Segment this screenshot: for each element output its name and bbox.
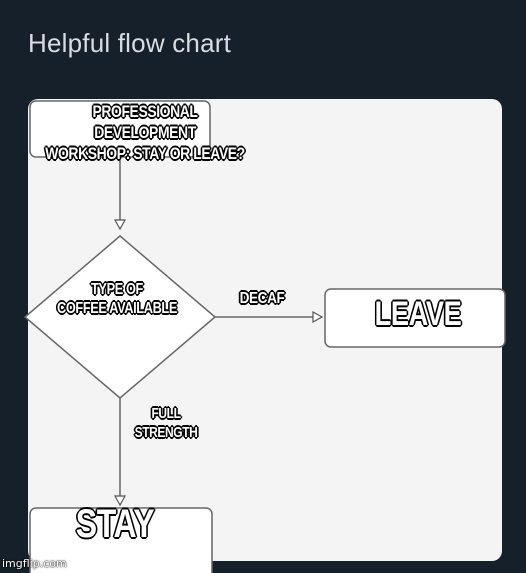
imgflip-watermark: imgflip.com xyxy=(2,557,67,570)
leave-caption: LEAVE xyxy=(374,294,462,334)
start-caption: PROFESSIONAL DEVELOPMENT WORKSHOP: STAY … xyxy=(45,101,246,164)
decaf-label: DECAF xyxy=(239,289,286,308)
stay-box xyxy=(29,507,213,573)
stay-caption: STAY xyxy=(75,501,155,547)
decision-caption: TYPE OF COFFEE AVAILABLE xyxy=(56,280,178,318)
leave-box xyxy=(324,288,506,348)
post-title: Helpful flow chart xyxy=(28,28,232,58)
full-strength-label: FULL STRENGTH xyxy=(134,404,198,442)
